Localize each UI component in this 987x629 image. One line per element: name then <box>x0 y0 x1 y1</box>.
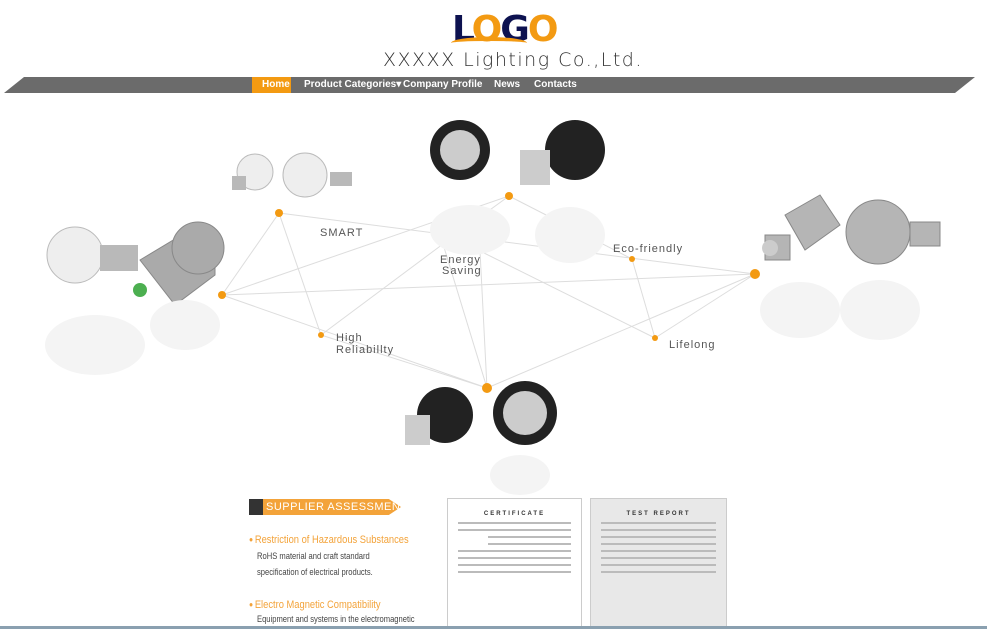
supplier-assessment-title: SUPPLIER ASSESSMENT <box>249 499 401 515</box>
nav-contacts[interactable]: Contacts <box>534 79 577 90</box>
nav-bar <box>4 77 975 93</box>
certificate-title: CERTIFICATE <box>483 511 546 517</box>
nav-product-categories[interactable]: Product Categories▾ <box>304 79 402 90</box>
logo-swoosh <box>451 37 527 49</box>
feature-smart: SMART <box>320 227 364 239</box>
certificate-image[interactable]: CERTIFICATE <box>447 498 582 629</box>
feature-eco: Eco-friendly <box>613 243 684 255</box>
rohs-text-2: specification of electrical products. <box>257 567 373 578</box>
emc-heading: Electro Magnetic Compatibility <box>249 599 381 611</box>
feature-energy-2: Saving <box>442 265 482 277</box>
feature-lifelong: Lifelong <box>669 339 716 351</box>
test-report-image[interactable]: TEST REPORT <box>590 498 727 629</box>
feature-reliability-1: High <box>336 332 363 344</box>
bulb-images <box>45 120 941 495</box>
nav-news[interactable]: News <box>494 79 521 90</box>
nav-home[interactable]: Home <box>252 77 291 93</box>
bottom-border <box>0 626 987 629</box>
feature-energy-1: Energy <box>440 254 481 266</box>
rohs-text-1: RoHS material and craft standard <box>257 551 370 562</box>
test-report-title: TEST REPORT <box>626 511 691 517</box>
rohs-heading: Restriction of Hazardous Substances <box>249 534 409 546</box>
emc-text-1: Equipment and systems in the electromagn… <box>257 614 415 625</box>
company-name: XXXXX Lighting Co.,Ltd. <box>383 49 643 71</box>
nav-company-profile[interactable]: Company Profile <box>403 79 483 90</box>
feature-reliability-2: Reliabillty <box>336 344 395 356</box>
